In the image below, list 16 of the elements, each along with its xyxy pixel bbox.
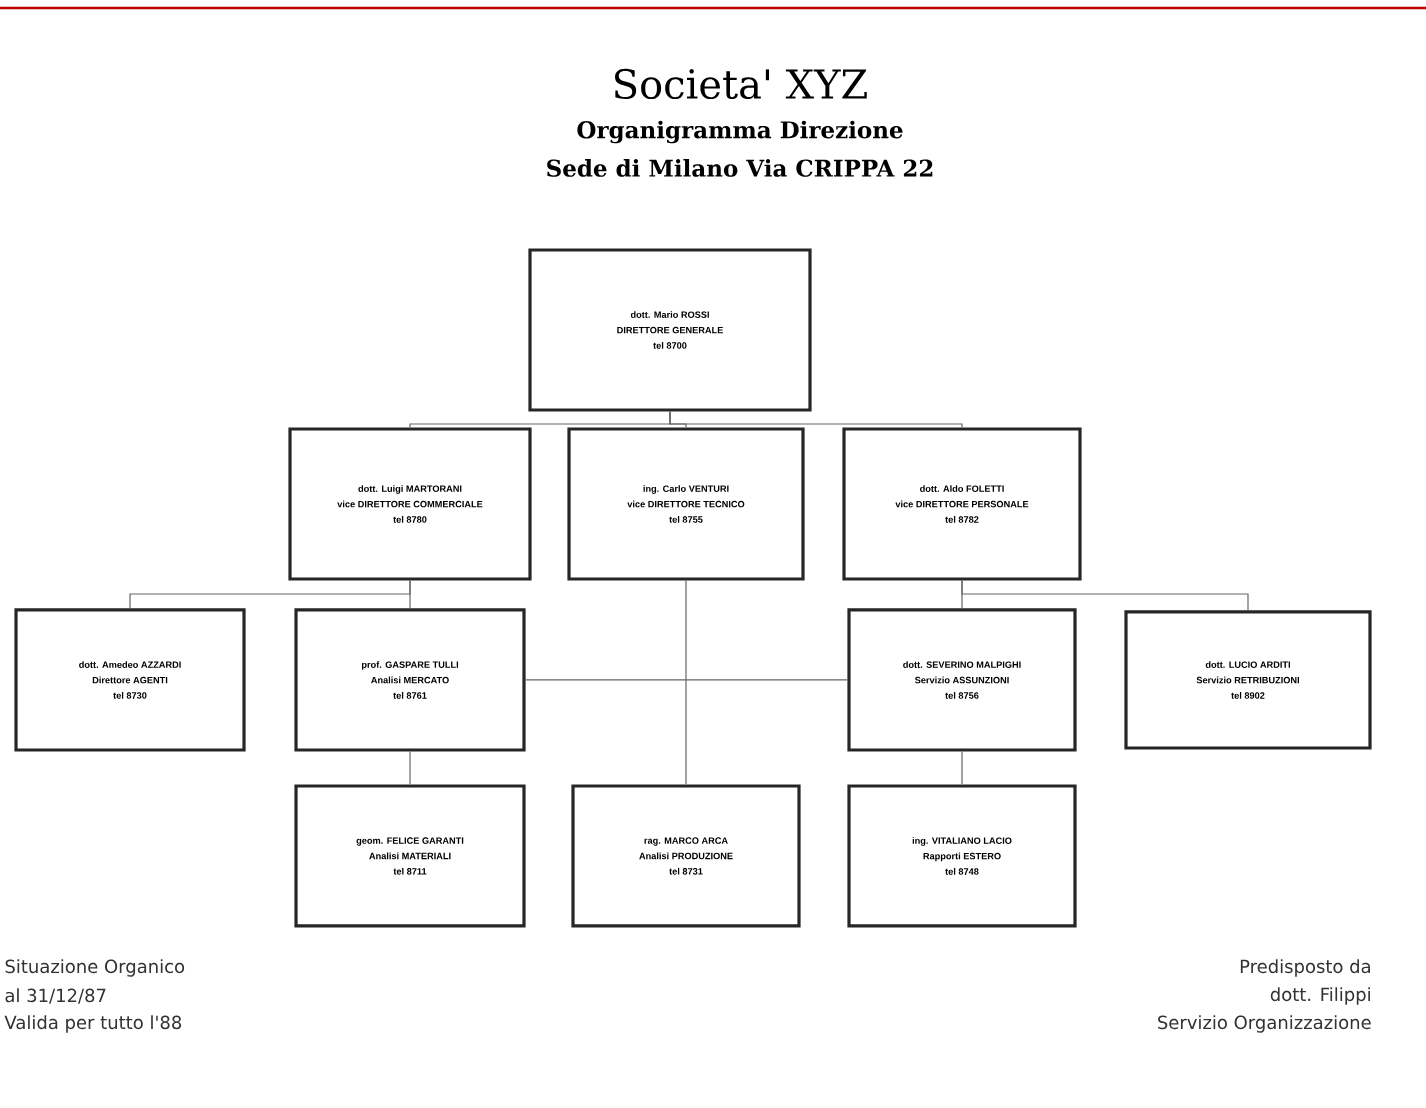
subtitle: Organigramma Direzione bbox=[577, 120, 903, 144]
footer-note: Servizio Organizzazione bbox=[1158, 1015, 1371, 1033]
connector-line bbox=[685, 579, 687, 785]
connector-line bbox=[409, 579, 411, 609]
connector-line bbox=[961, 579, 1249, 611]
connector-line bbox=[525, 679, 848, 681]
connector-line bbox=[409, 751, 411, 785]
footer-note: dott. Filippi bbox=[1270, 987, 1370, 1005]
subtitle: Sede di Milano Via CRIPPA 22 bbox=[547, 159, 933, 177]
footer-note: al 31/12/87 bbox=[5, 988, 106, 1004]
title: Societa' XYZ bbox=[615, 68, 867, 100]
footer-note: Valida per tutto l'88 bbox=[4, 1015, 182, 1033]
footer-note: Predisposto da bbox=[1240, 959, 1370, 977]
connector-line bbox=[669, 410, 963, 428]
footer-note: Situazione Organico bbox=[5, 959, 185, 977]
connector-line bbox=[961, 751, 963, 785]
